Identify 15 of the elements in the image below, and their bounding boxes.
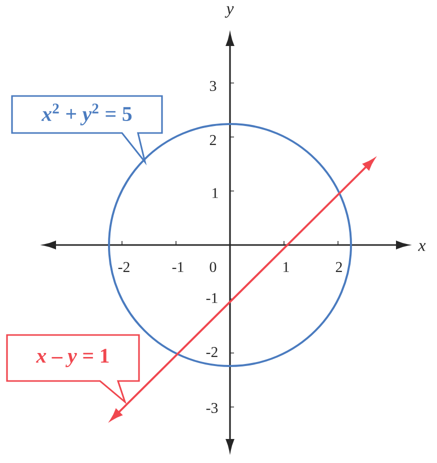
tick-label: -1 xyxy=(206,293,218,303)
tick-label: -2 xyxy=(118,262,130,272)
tick-label: 2 xyxy=(210,135,216,145)
tick-label: -1 xyxy=(172,262,184,272)
tick-label: -2 xyxy=(206,347,218,357)
axis-label: x xyxy=(418,243,426,251)
tick-label: 2 xyxy=(336,262,342,272)
tick-label: 1 xyxy=(284,262,289,272)
callout-box: x –y = 1 xyxy=(6,334,140,404)
axis-label: y xyxy=(224,6,234,18)
callout-box: x$^{2}$ + y$^{2}$ = 5 xyxy=(11,95,163,166)
tick-label: 1 xyxy=(212,188,218,198)
tick-label: 0 xyxy=(210,262,216,272)
tick-label: -3 xyxy=(206,402,218,414)
tick-label: 3 xyxy=(210,80,216,92)
